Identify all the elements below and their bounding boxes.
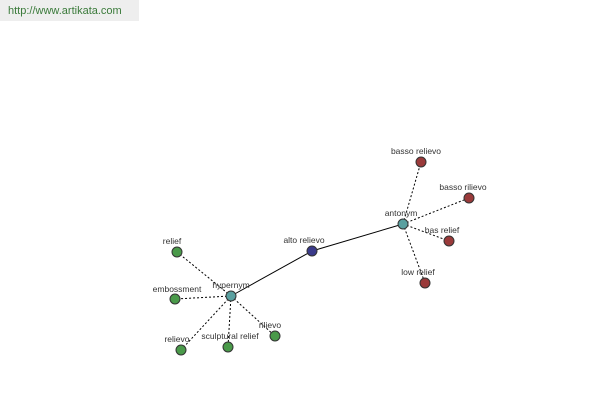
edge-alto-to-antonym: [311, 223, 404, 252]
node-dot-basso-rilievo[interactable]: [463, 192, 475, 204]
node-label-sculptural-relief: sculptural relief: [201, 331, 259, 341]
node-label-embossment: embossment: [153, 284, 202, 294]
edge-hypernym-to-embossment: [174, 295, 232, 300]
url-bar: http://www.artikata.com: [0, 0, 139, 21]
node-dot-low-relief[interactable]: [419, 277, 431, 289]
node-embossment[interactable]: embossment: [153, 284, 202, 305]
node-label-antonym: antonym: [385, 208, 418, 218]
edge-alto-to-hypernym: [230, 250, 313, 297]
node-label-bas-relief: bas relief: [425, 225, 460, 235]
node-relievo[interactable]: relievo: [164, 334, 190, 356]
node-label-relief: relief: [163, 236, 182, 246]
node-rilievo[interactable]: rilievo: [259, 320, 281, 342]
node-bas-relief[interactable]: bas relief: [425, 225, 460, 247]
node-label-basso-rilievo: basso rilievo: [439, 182, 487, 192]
node-label-rilievo: rilievo: [259, 320, 281, 330]
node-dot-rilievo[interactable]: [269, 330, 281, 342]
node-relief[interactable]: relief: [163, 236, 183, 258]
edge-hypernym-to-relievo: [180, 295, 232, 351]
node-label-relievo: relievo: [164, 334, 189, 344]
node-label-low-relief: low relief: [401, 267, 435, 277]
node-label-hypernym: hypernym: [212, 280, 249, 290]
edges-layer: [174, 161, 470, 351]
node-basso-rilievo[interactable]: basso rilievo: [439, 182, 487, 204]
node-dot-relief[interactable]: [171, 246, 183, 258]
node-sculptural-relief[interactable]: sculptural relief: [201, 331, 259, 353]
edge-antonym-to-basso-relievo: [402, 161, 422, 225]
node-basso-relievo[interactable]: basso relievo: [391, 146, 441, 168]
node-dot-relievo[interactable]: [175, 344, 187, 356]
edge-antonym-to-bas-relief: [402, 223, 450, 242]
node-dot-embossment[interactable]: [169, 293, 181, 305]
node-dot-sculptural-relief[interactable]: [222, 341, 234, 353]
edge-hypernym-to-sculptural-relief: [227, 295, 232, 348]
edge-antonym-to-low-relief: [402, 223, 426, 284]
node-antonym[interactable]: antonym: [385, 208, 418, 230]
node-label-basso-relievo: basso relievo: [391, 146, 441, 156]
node-dot-antonym[interactable]: [397, 218, 409, 230]
node-dot-basso-relievo[interactable]: [415, 156, 427, 168]
nodes-layer: alto relievo antonym hypernym basso relievo…: [153, 146, 487, 356]
node-alto[interactable]: alto relievo: [283, 235, 325, 257]
node-hypernym[interactable]: hypernym: [212, 280, 250, 302]
node-dot-bas-relief[interactable]: [443, 235, 455, 247]
site-link[interactable]: http://www.artikata.com: [8, 5, 122, 17]
node-dot-alto[interactable]: [306, 245, 318, 257]
node-label-alto: alto relievo: [283, 235, 324, 245]
edge-hypernym-to-rilievo: [230, 295, 276, 337]
node-dot-hypernym[interactable]: [225, 290, 237, 302]
node-low-relief[interactable]: low relief: [401, 267, 435, 289]
